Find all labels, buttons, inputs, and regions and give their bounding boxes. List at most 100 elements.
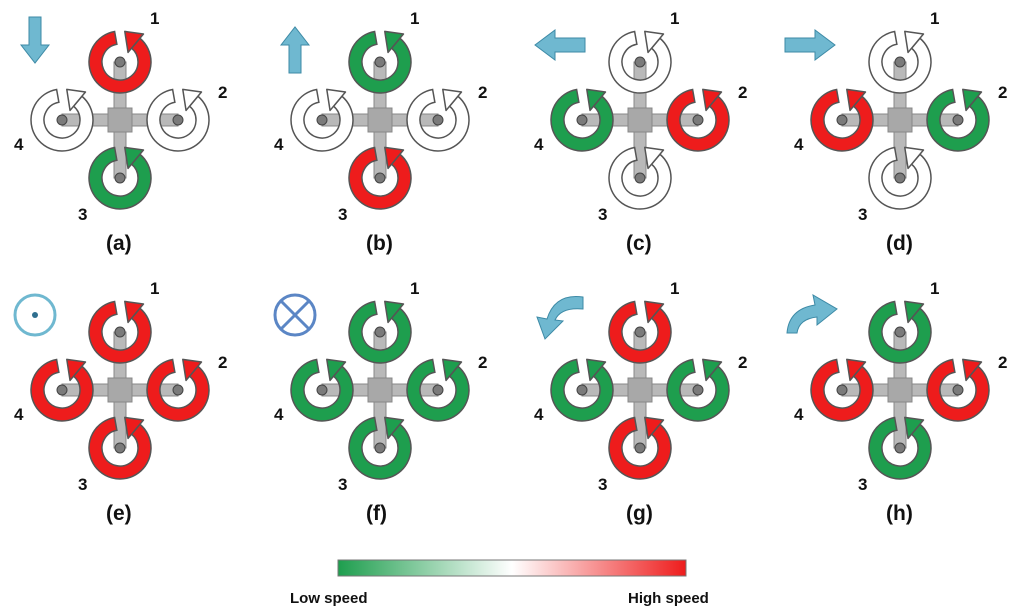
rotor-label-4: 4 [14, 135, 24, 154]
rotor-2 [146, 88, 210, 152]
rotation-arrowhead [384, 300, 405, 324]
rotor-4 [810, 358, 874, 422]
rotor-2 [146, 358, 210, 422]
rotor-hub [894, 172, 906, 184]
panel-caption: (a) [106, 232, 132, 255]
rotation-arrowhead [644, 300, 665, 324]
rotation-arrowhead [904, 30, 925, 54]
rotor-hub [374, 56, 386, 68]
rotor-label-4: 4 [14, 405, 24, 424]
rotation-arrowhead [904, 300, 925, 324]
rotor-hub [172, 384, 184, 396]
rotation-arrowhead [442, 88, 463, 112]
legend-high-speed-label: High speed [628, 590, 709, 607]
rotor-hub [114, 326, 126, 338]
rotor-1 [348, 300, 412, 364]
rotation-arrowhead [846, 358, 867, 382]
rotate-ccw-icon [536, 295, 584, 340]
rotor-label-1: 1 [930, 279, 939, 298]
rotor-hub [56, 384, 68, 396]
rotor-hub [114, 56, 126, 68]
arrow-up-icon [279, 26, 311, 74]
rotor-hub [576, 114, 588, 126]
rotation-arrowhead [384, 30, 405, 54]
rotor-hub [316, 114, 328, 126]
rotor-label-1: 1 [150, 9, 159, 28]
speed-legend: Low speed High speed [290, 559, 709, 607]
rotor-3 [88, 416, 152, 480]
panel-caption: (f) [366, 502, 387, 525]
rotor-2 [666, 358, 730, 422]
rotation-arrowhead [442, 358, 463, 382]
panel-caption: (g) [626, 502, 653, 525]
rotor-hub [114, 172, 126, 184]
rotor-hub [952, 114, 964, 126]
rotor-1 [868, 300, 932, 364]
rotor-label-1: 1 [930, 9, 939, 28]
rotation-arrowhead [702, 88, 723, 112]
rotor-4 [30, 358, 94, 422]
panels-group: 1234(a)1234(b)1234(c)1234(d)1234(e)1234(… [13, 9, 1007, 525]
rotor-3 [868, 146, 932, 210]
rotor-label-2: 2 [218, 83, 227, 102]
rotor-label-4: 4 [794, 135, 804, 154]
rotor-hub [374, 326, 386, 338]
panel-caption: (h) [886, 502, 913, 525]
rotor-4 [550, 88, 614, 152]
rotor-4 [290, 88, 354, 152]
rotor-4 [290, 358, 354, 422]
rotation-arrowhead [586, 88, 607, 112]
rotor-label-3: 3 [598, 205, 607, 224]
rotor-label-4: 4 [274, 135, 284, 154]
rotor-3 [608, 416, 672, 480]
rotor-hub [432, 114, 444, 126]
rotor-hub [114, 442, 126, 454]
rotor-hub [894, 442, 906, 454]
rotation-arrowhead [962, 88, 983, 112]
speed-gradient-bar [337, 559, 687, 577]
rotation-arrowhead [66, 88, 87, 112]
arrow-left-icon [534, 29, 586, 61]
rotor-label-2: 2 [738, 353, 747, 372]
rotor-2 [666, 88, 730, 152]
rotor-hub [56, 114, 68, 126]
rotor-hub [576, 384, 588, 396]
rotor-hub [692, 114, 704, 126]
rotor-label-1: 1 [410, 279, 419, 298]
rotor-hub [374, 172, 386, 184]
panel-caption: (c) [626, 232, 652, 255]
rotation-arrowhead [326, 88, 347, 112]
rotor-label-3: 3 [78, 475, 87, 494]
rotation-arrowhead [66, 358, 87, 382]
rotation-arrowhead [586, 358, 607, 382]
rotation-arrowhead [644, 30, 665, 54]
rotor-4 [810, 88, 874, 152]
rotation-arrowhead [124, 146, 145, 170]
rotor-label-1: 1 [410, 9, 419, 28]
out-of-page-icon [13, 293, 57, 337]
arrow-down-icon [19, 16, 51, 64]
rotor-hub [894, 56, 906, 68]
panel-caption: (e) [106, 502, 132, 525]
rotor-hub [172, 114, 184, 126]
rotor-2 [406, 88, 470, 152]
rotor-label-4: 4 [534, 405, 544, 424]
rotor-label-2: 2 [478, 83, 487, 102]
rotor-label-3: 3 [338, 205, 347, 224]
rotor-hub [692, 384, 704, 396]
rotation-arrowhead [702, 358, 723, 382]
rotate-cw-icon [786, 294, 838, 334]
rotation-arrowhead [962, 358, 983, 382]
rotation-arrowhead [124, 300, 145, 324]
rotor-4 [550, 358, 614, 422]
rotor-label-1: 1 [150, 279, 159, 298]
rotor-3 [348, 416, 412, 480]
rotation-arrowhead [384, 146, 405, 170]
rotor-label-2: 2 [478, 353, 487, 372]
